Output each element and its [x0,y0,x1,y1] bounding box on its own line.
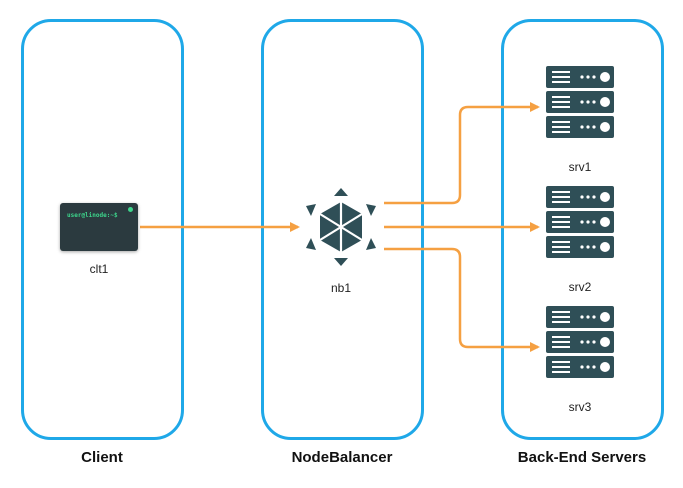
link-nb1-to-srv3 [384,247,540,352]
server-rack-icon [546,66,614,138]
backend-panel-title: Back-End Servers [517,449,647,466]
status-dot [128,207,133,212]
nodebalancer-panel-title: NodeBalancer [291,449,393,466]
server-rack-icon [546,306,614,378]
server-node-label: srv1 [568,160,592,174]
client-node-label: clt1 [89,262,109,276]
terminal-icon: user@linode:~$ [60,203,138,251]
server-node-label: srv3 [568,400,592,414]
client-panel-title: Client [81,449,123,466]
server-node-label: srv2 [568,280,592,294]
nodebalancer-icon [306,188,376,266]
balancer-node-label: nb1 [330,281,352,295]
terminal-prompt: user@linode:~$ [67,212,118,219]
server-rack-icon [546,186,614,258]
link-nb1-to-srv1 [384,102,540,205]
